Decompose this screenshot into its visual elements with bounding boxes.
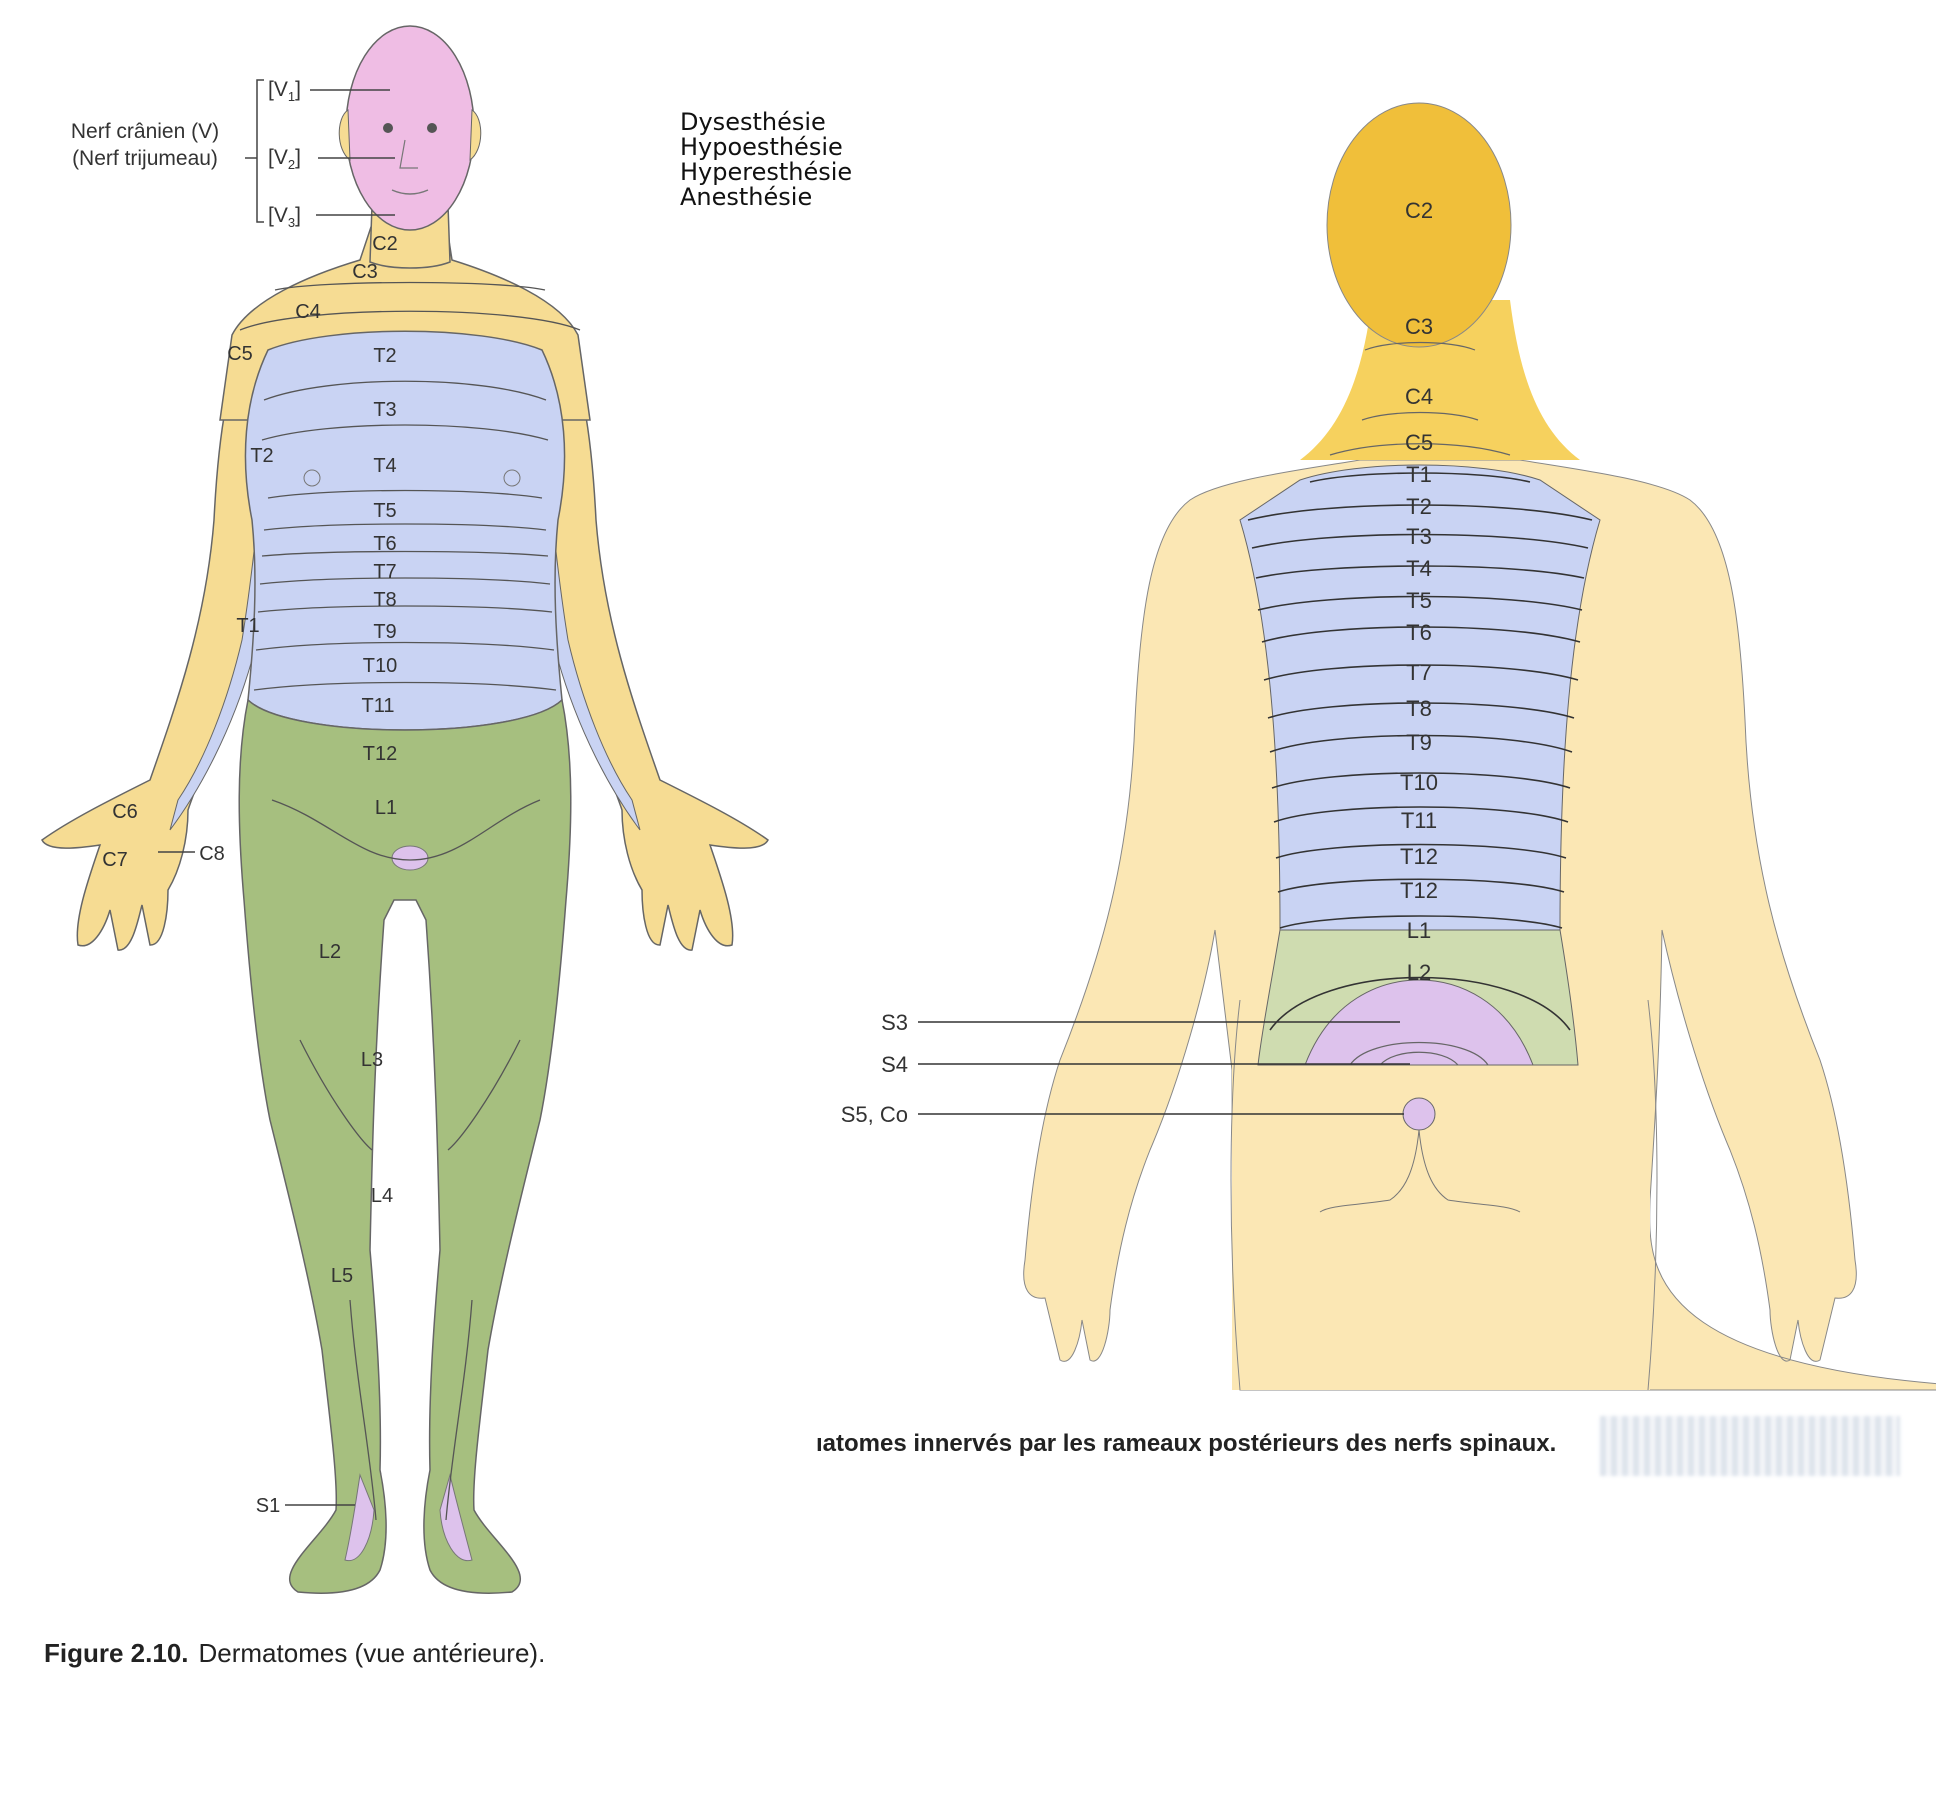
anterior-left-arm xyxy=(41,326,271,951)
post-c2: C2 xyxy=(1405,198,1433,223)
anterior-legs xyxy=(238,698,572,1594)
cranial-nerve-label-1: Nerf crânien (V) xyxy=(71,120,219,143)
anterior-labels: Nerf crânien (V) (Nerf trijumeau) [V1] [… xyxy=(71,78,398,1517)
anterior-torso-bands xyxy=(253,380,557,1521)
post-t1: T1 xyxy=(1406,462,1432,487)
posterior-hip-left-edge xyxy=(1230,999,1241,1391)
ant-c2: C2 xyxy=(372,233,398,255)
anterior-eye-left xyxy=(383,123,393,133)
anterior-head xyxy=(345,25,475,231)
legend-item-hypoesthesie: Hypoesthésie xyxy=(680,133,843,161)
post-s3: S3 xyxy=(881,1010,908,1035)
scan-artifact xyxy=(1600,1416,1900,1476)
post-t11: T11 xyxy=(1401,808,1437,833)
ant-t12: T12 xyxy=(363,743,397,765)
anterior-ear-right xyxy=(469,109,482,162)
ant-t2-side: T2 xyxy=(250,445,273,467)
ant-c7: C7 xyxy=(102,849,128,871)
posterior-coccyx xyxy=(1402,1097,1436,1131)
anterior-v-leaders xyxy=(158,79,395,1506)
ant-l1: L1 xyxy=(375,797,397,819)
anterior-eye-right xyxy=(427,123,437,133)
post-l1: L1 xyxy=(1407,918,1431,943)
anterior-figure: Nerf crânien (V) (Nerf trijumeau) [V1] [… xyxy=(41,25,769,1594)
anterior-caption: Figure 2.10. Dermatomes (vue antérieure). xyxy=(44,1638,545,1669)
ant-c6: C6 xyxy=(112,801,138,823)
ant-l2: L2 xyxy=(319,941,341,963)
anterior-nose xyxy=(399,139,418,169)
ant-t8: T8 xyxy=(373,589,396,611)
anterior-ear-left xyxy=(338,109,351,162)
v1-label: [V1] xyxy=(268,78,301,104)
posterior-sacral xyxy=(1304,979,1534,1066)
anterior-left-foot-s1 xyxy=(344,1473,375,1562)
ant-s1: S1 xyxy=(256,1495,280,1517)
post-t8: T8 xyxy=(1406,696,1432,721)
posterior-thoracic xyxy=(1239,464,1601,931)
anterior-right-arm xyxy=(539,326,769,951)
posterior-head xyxy=(1326,102,1512,348)
ant-l4: L4 xyxy=(371,1185,393,1207)
ant-c5: C5 xyxy=(227,343,253,365)
ant-c3: C3 xyxy=(352,261,378,283)
anterior-breast-right xyxy=(503,469,521,487)
post-c4: C4 xyxy=(1405,384,1433,409)
ant-c4: C4 xyxy=(295,301,321,323)
post-t12b: T12 xyxy=(1400,878,1438,903)
ant-t6: T6 xyxy=(373,533,396,555)
ant-t10: T10 xyxy=(363,655,397,677)
legend-item-anesthesie: Anesthésie xyxy=(680,183,813,211)
anterior-cervical-bands xyxy=(239,281,581,331)
anterior-caption-text: Dermatomes (vue antérieure). xyxy=(198,1638,546,1668)
figure-number: Figure 2.10. xyxy=(44,1638,189,1668)
post-t2: T2 xyxy=(1406,494,1432,519)
post-s4: S4 xyxy=(881,1052,908,1077)
posterior-neck xyxy=(1300,300,1580,460)
post-t6: T6 xyxy=(1406,620,1432,645)
ant-t1: T1 xyxy=(236,615,259,637)
post-l2: L2 xyxy=(1407,960,1431,985)
v2-label: [V2] xyxy=(268,146,301,172)
post-t10: T10 xyxy=(1400,770,1438,795)
sensation-legend: Dysesthésie Hypoesthésie Hyperesthésie A… xyxy=(680,110,852,210)
ant-t2: T2 xyxy=(373,345,396,367)
posterior-hip-right-edge xyxy=(1647,999,1658,1391)
anterior-mouth xyxy=(391,189,429,195)
posterior-hips xyxy=(1232,1000,1650,1390)
posterior-sacral-arcs xyxy=(1349,1041,1489,1066)
posterior-thoracic-bands xyxy=(1247,472,1593,1031)
posterior-buttocks-line xyxy=(1319,1129,1521,1213)
posterior-s-leaders xyxy=(918,1021,1410,1115)
cranial-nerve-label-2: (Nerf trijumeau) xyxy=(72,147,218,170)
posterior-caption: ıatomes innervés par les rameaux postéri… xyxy=(816,1430,1557,1457)
legend-item-hyperesthesie: Hyperesthésie xyxy=(680,158,853,186)
posterior-cervical-bands xyxy=(1329,341,1511,456)
post-t3: T3 xyxy=(1406,524,1432,549)
ant-c8: C8 xyxy=(199,843,225,865)
anterior-genital-sacral xyxy=(391,845,429,871)
post-t5: T5 xyxy=(1406,588,1432,613)
post-t4: T4 xyxy=(1406,556,1432,581)
posterior-figure: C2 C3 C4 C5 T1 T2 T3 T4 T5 T6 T7 T8 T9 T… xyxy=(841,102,1936,1391)
post-c3: C3 xyxy=(1405,314,1433,339)
ant-t11: T11 xyxy=(362,695,395,717)
ant-t3: T3 xyxy=(373,399,396,421)
v3-label: [V3] xyxy=(268,204,301,230)
post-t12a: T12 xyxy=(1400,844,1438,869)
post-t9: T9 xyxy=(1406,730,1432,755)
ant-t4: T4 xyxy=(373,455,396,477)
legend-item-dysesthesie: Dysesthésie xyxy=(680,108,826,136)
anterior-breast-left xyxy=(303,469,321,487)
ant-l3: L3 xyxy=(361,1049,383,1071)
posterior-labels: C2 C3 C4 C5 T1 T2 T3 T4 T5 T6 T7 T8 T9 T… xyxy=(841,198,1438,1127)
ant-l5: L5 xyxy=(331,1265,353,1287)
ant-t9: T9 xyxy=(373,621,396,643)
ant-t5: T5 xyxy=(373,500,396,522)
ant-t7: T7 xyxy=(373,561,396,583)
post-s5co: S5, Co xyxy=(841,1102,908,1127)
post-t7: T7 xyxy=(1406,660,1432,685)
post-c5: C5 xyxy=(1405,430,1433,455)
